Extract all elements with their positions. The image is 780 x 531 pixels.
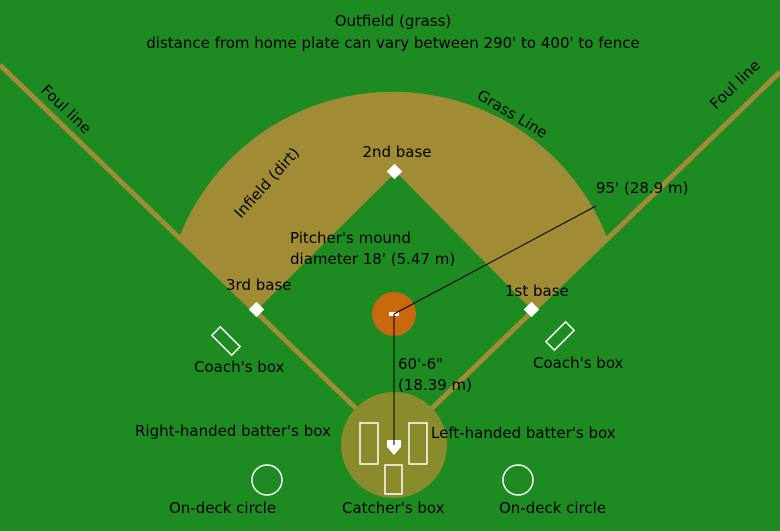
coach-box-label-right: Coach's box (533, 354, 624, 372)
rh-batter-box-shape (359, 422, 379, 465)
mound-label-line1: Pitcher's mound (290, 229, 411, 247)
foul-line-right (392, 70, 780, 447)
third-base-label: 3rd base (226, 276, 292, 294)
rh-batter-box-label: Right-handed batter's box (135, 422, 331, 440)
radius-measure-line (393, 205, 597, 315)
first-base-label: 1st base (505, 282, 569, 300)
radius-label: 95' (28.9 m) (596, 179, 688, 197)
on-deck-circle-left-shape (251, 464, 283, 496)
lh-batter-box-shape (408, 422, 428, 465)
outfield-title: Outfield (grass) (335, 12, 452, 30)
distance-label-line1: 60'-6" (398, 355, 443, 373)
second-base (386, 163, 403, 180)
coach-box-left-shape (210, 325, 242, 357)
home-plate (387, 440, 401, 455)
catcher-box-label: Catcher's box (342, 499, 445, 517)
on-deck-circle-right-shape (502, 464, 534, 496)
lh-batter-box-label: Left-handed batter's box (431, 424, 616, 442)
infield-dirt (178, 91, 608, 310)
foul-line-left (0, 63, 396, 447)
outfield-subtitle: distance from home plate can vary betwee… (146, 34, 639, 52)
coach-box-right-shape (544, 320, 576, 352)
mound-label-line2: diameter 18' (5.47 m) (290, 250, 455, 268)
on-deck-label-left: On-deck circle (169, 499, 276, 517)
coach-box-label-left: Coach's box (194, 358, 285, 376)
second-base-label: 2nd base (362, 143, 431, 161)
catcher-box-shape (384, 464, 403, 495)
distance-label-line2: (18.39 m) (398, 376, 472, 394)
on-deck-label-right: On-deck circle (499, 499, 606, 517)
